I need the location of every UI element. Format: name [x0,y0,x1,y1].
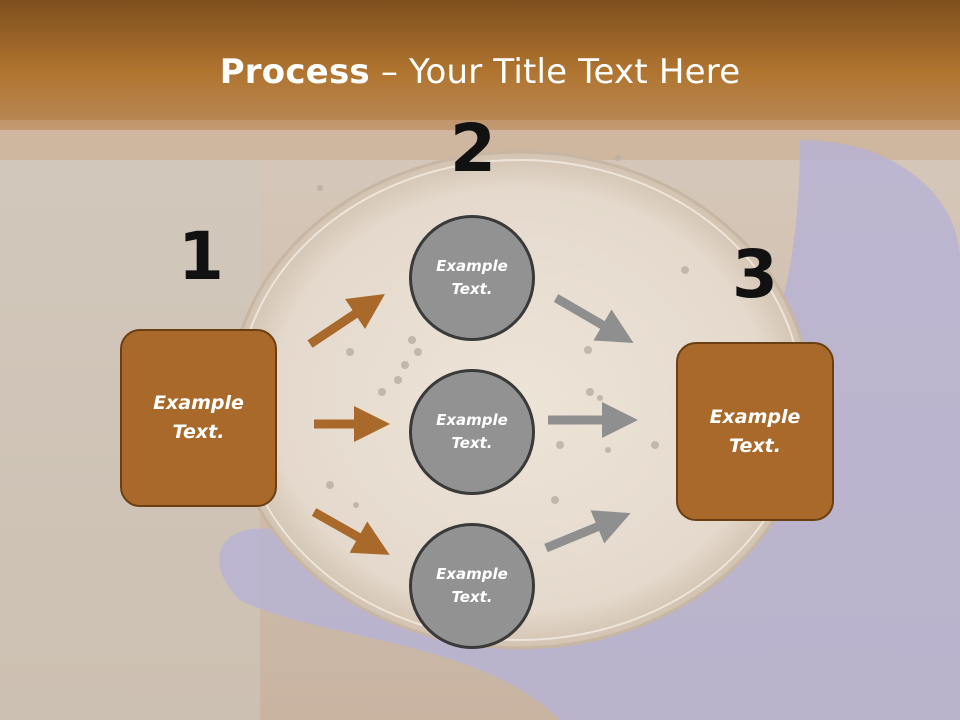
circle-middle-line1: Example [436,411,508,429]
arrow-to-circle-top [307,294,385,348]
arrow-from-circle-top [553,294,634,344]
circle-bottom-line1: Example [436,565,508,583]
circle-bottom-line2: Text. [451,588,493,606]
title-rest: – Your Title Text Here [369,52,741,92]
left-box-line1: Example [153,392,244,414]
right-box-line1: Example [709,405,801,428]
circle-middle-line2: Text. [451,434,493,452]
circle-top-line2: Text. [451,280,493,298]
slide-title: Process – Your Title Text Here [0,52,960,92]
left-box-line2: Text. [172,421,225,443]
arrow-from-circle-bottom [544,510,631,553]
step-number-2: 2 [450,110,496,187]
step-number-3: 3 [732,236,778,313]
arrow-to-circle-bottom [311,508,390,555]
title-bold: Process [219,52,370,92]
right-box-line2: Text. [729,434,781,457]
circle-top-line1: Example [436,257,508,275]
step-number-1: 1 [178,218,224,295]
